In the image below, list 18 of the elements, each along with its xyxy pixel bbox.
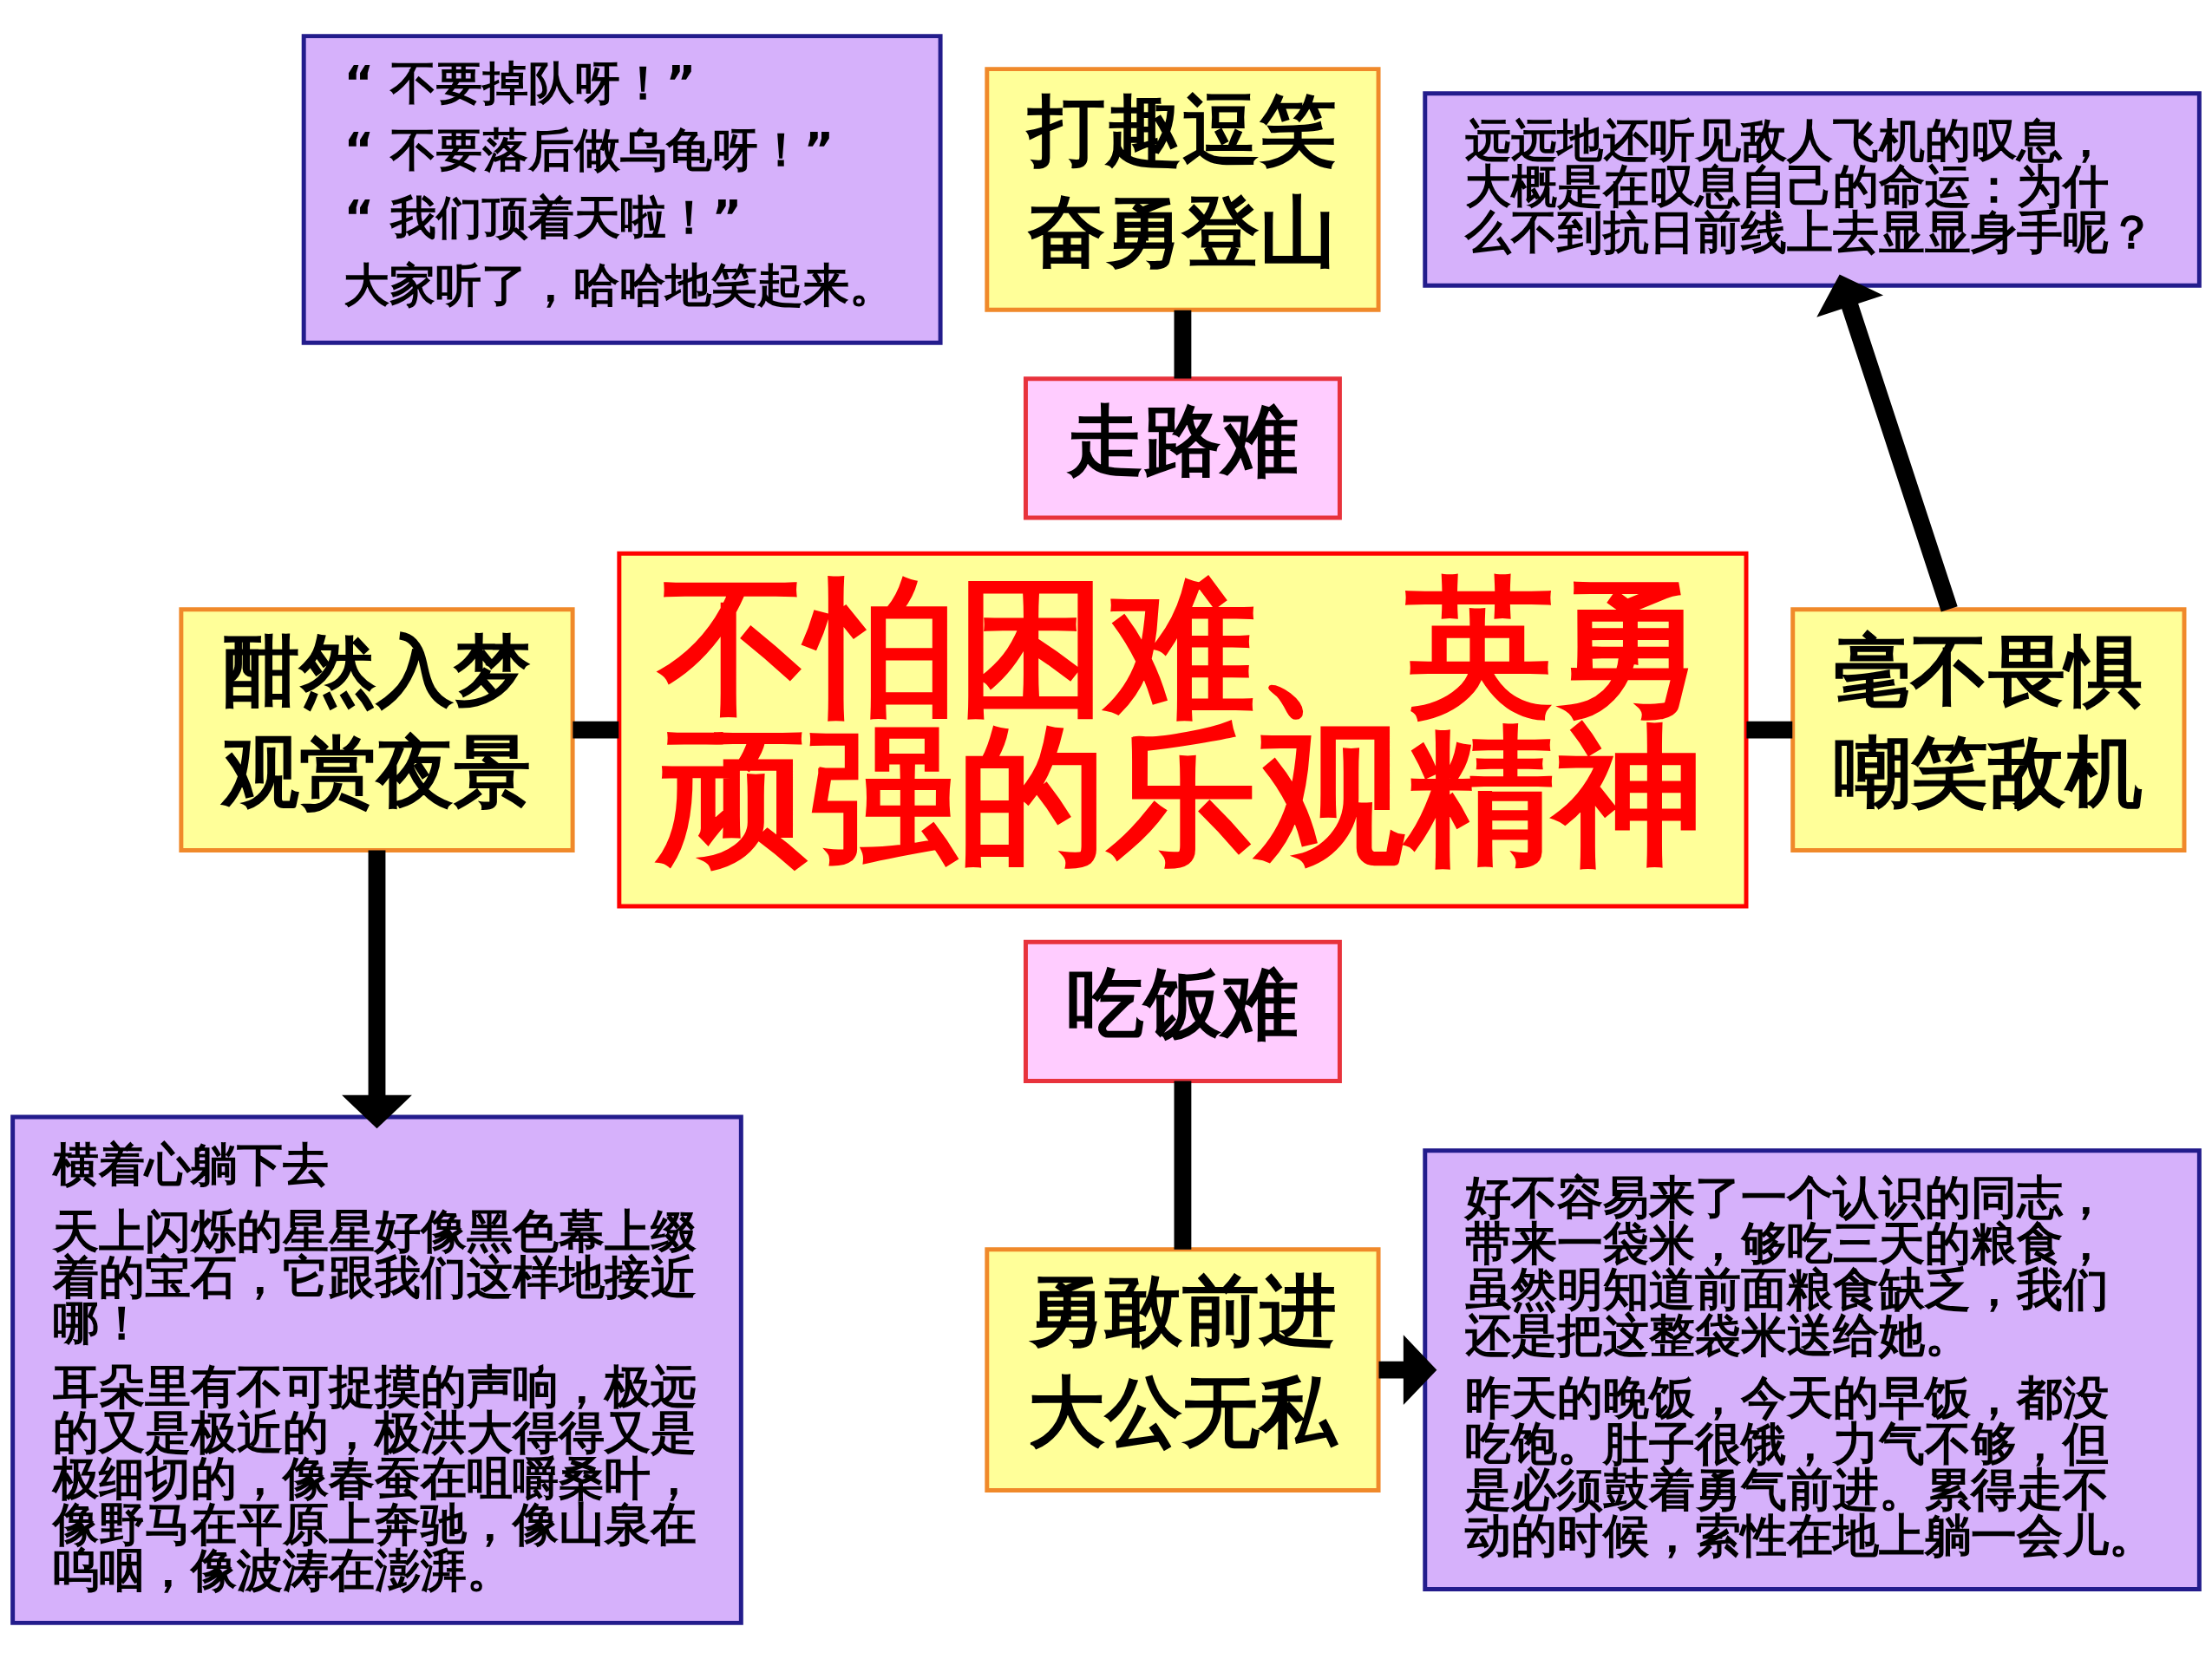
arrow [1816,274,1958,612]
node-box: 勇敢前进 大公无私 [985,1247,1381,1492]
connector [1174,1081,1192,1250]
node-box: 吃饭难 [1023,939,1342,1084]
node-box: 走路难 [1023,376,1342,520]
node-box: “ 不要掉队呀！” “ 不要落后做乌龟呀！” “ 我们顶着天啦！” 大家听了，哈哈地笑起来。 [301,34,943,345]
node-box: 酣然入梦 观赏夜景 [179,607,575,852]
arrow [342,850,412,1129]
node-box: 横着心躺下去 天上闪烁的星星好像黑色幕上缀着的宝石，它跟我们这样地接近哪！ 耳朵里有不可捉摸的声响，极远的又是极近的，极洪大得得又是极细切的，像春蚕在咀嚼桑叶，像野马在平原上奔驰，像山泉在呜咽，像波涛在澎湃。 [10,1114,743,1625]
node-box: 不怕困难、英勇顽强的乐观精神 [617,551,1749,909]
connector [1746,721,1793,739]
node-box: 毫不畏惧 嘲笑敌机 [1790,607,2187,852]
connector [573,721,619,739]
node-box: 好不容易来了一个认识的同志，带来一袋米，够吃三天的粮食，虽然明知道前面粮食缺乏，我们还是把这整袋米送给她。 昨天的晚饭，今天的早饭，都没吃饱。肚子很饿，力气不够，但是必须鼓着勇气前进。累得走不动的时候，索性在地上躺一会儿。 [1423,1148,2202,1591]
node-box: 远远地还听见敌人飞机的叹息，大概是在叹息自己的命运：为什么不到抗日前线上去显显身手呢？ [1423,91,2202,288]
arrow [1378,1335,1437,1406]
connector [1174,310,1192,379]
node-box: 打趣逗笑 奋勇登山 [985,67,1381,312]
